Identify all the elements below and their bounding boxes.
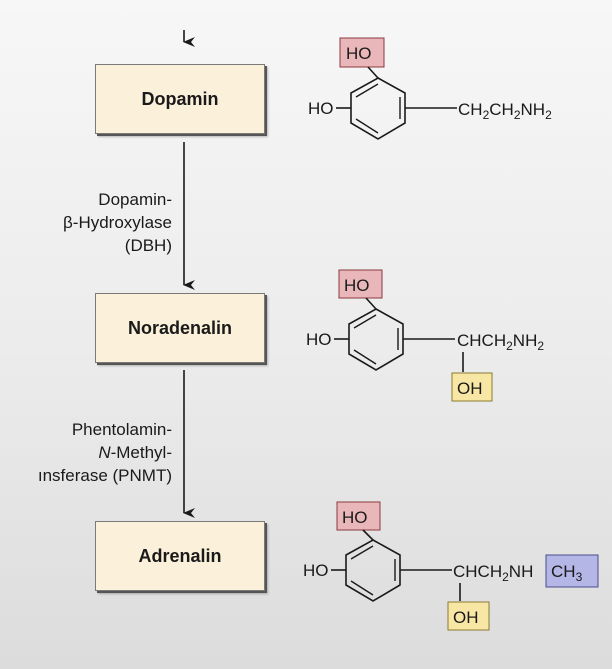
enzyme-pnmt-line2-rest: -Methyl- — [110, 443, 172, 462]
enzyme-pnmt-label: Phentolamin- N-Methyl- ınsferase (PNMT) — [0, 418, 172, 487]
bond — [362, 529, 374, 541]
highlight-oh-adrenaline — [447, 601, 490, 631]
inner-bond — [353, 349, 377, 365]
structure-dopamine: HO HO CH2CH2NH2 — [308, 37, 552, 140]
highlight-methyl-adrenaline — [545, 554, 599, 588]
chain-noradrenaline: CHCH2NH2 — [457, 331, 544, 353]
benzene-ring-adrenaline — [345, 539, 401, 602]
inner-bond — [353, 314, 377, 329]
enzyme-pnmt-italic-n: N — [98, 443, 111, 462]
enzyme-pnmt-line1: Phentolamin- — [71, 420, 172, 439]
benzene-ring-noradrenaline — [348, 308, 404, 371]
inner-bond — [350, 545, 374, 560]
methyl-adrenaline: CH3 — [551, 562, 583, 584]
box-dopamine: Dopamin — [95, 64, 265, 134]
bond — [365, 297, 377, 310]
oh-noradrenaline: OH — [457, 379, 483, 398]
enzyme-dbh-line2: β-Hydroxylase — [63, 213, 172, 232]
structure-noradrenaline: HO HO CHCH2NH2 OH — [306, 269, 544, 402]
enzyme-dbh-label: Dopamin- β-Hydroxylase (DBH) — [0, 188, 172, 257]
box-noradrenaline: Noradenalin — [95, 293, 265, 363]
inner-bond — [355, 118, 379, 134]
highlight-ho-noradrenaline — [338, 269, 383, 299]
ho-left-noradrenaline: HO — [306, 330, 332, 349]
highlight-ho-dopamine — [339, 37, 385, 68]
chain-dopamine: CH2CH2NH2 — [458, 100, 552, 122]
benzene-ring-dopamine — [350, 77, 406, 140]
structure-adrenaline: HO HO CHCH2NH CH3 OH — [303, 501, 599, 631]
enzyme-pnmt-line2: N-Methyl- — [0, 441, 172, 464]
enzyme-dbh-line1: Dopamin- — [98, 190, 172, 209]
bond — [367, 66, 379, 79]
highlight-oh-noradrenaline — [451, 372, 493, 402]
ho-left-dopamine: HO — [308, 99, 334, 118]
enzyme-pnmt-line3: ınsferase (PNMT) — [37, 466, 172, 485]
ho-left-adrenaline: HO — [303, 561, 329, 580]
ho-top-adrenaline: HO — [342, 508, 368, 527]
inner-bond — [355, 83, 379, 98]
chain-adrenaline: CHCH2NH — [453, 562, 533, 584]
oh-adrenaline: OH — [453, 608, 479, 627]
inner-bond — [350, 580, 374, 596]
ho-top-dopamine: HO — [346, 44, 372, 63]
highlight-ho-adrenaline — [336, 501, 381, 531]
ho-top-noradrenaline: HO — [344, 276, 370, 295]
enzyme-dbh-line3: (DBH) — [124, 236, 172, 255]
box-adrenaline: Adrenalin — [95, 521, 265, 591]
